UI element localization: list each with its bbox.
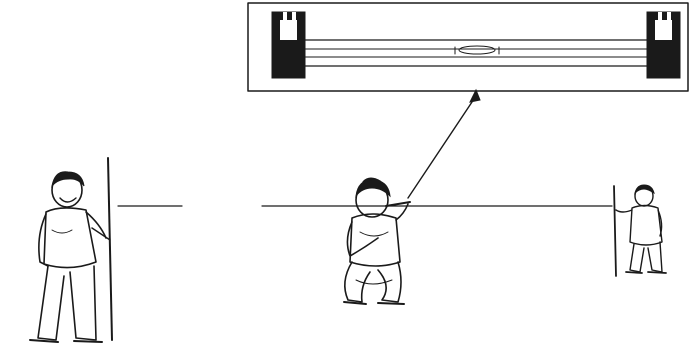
left-end-block: [271, 11, 306, 79]
inset-frame: [247, 2, 689, 92]
staff-right: [613, 185, 617, 277]
staff-left: [107, 157, 113, 341]
level-bubble: [458, 45, 496, 55]
pointer-arrow: [407, 88, 481, 199]
person-sighting-level-center: [343, 177, 411, 305]
person-holding-staff-right: [613, 184, 667, 277]
right-end-block: [646, 11, 681, 79]
person-holding-staff-left: [29, 157, 113, 343]
zoomed-level-tube-inset: [247, 2, 689, 92]
